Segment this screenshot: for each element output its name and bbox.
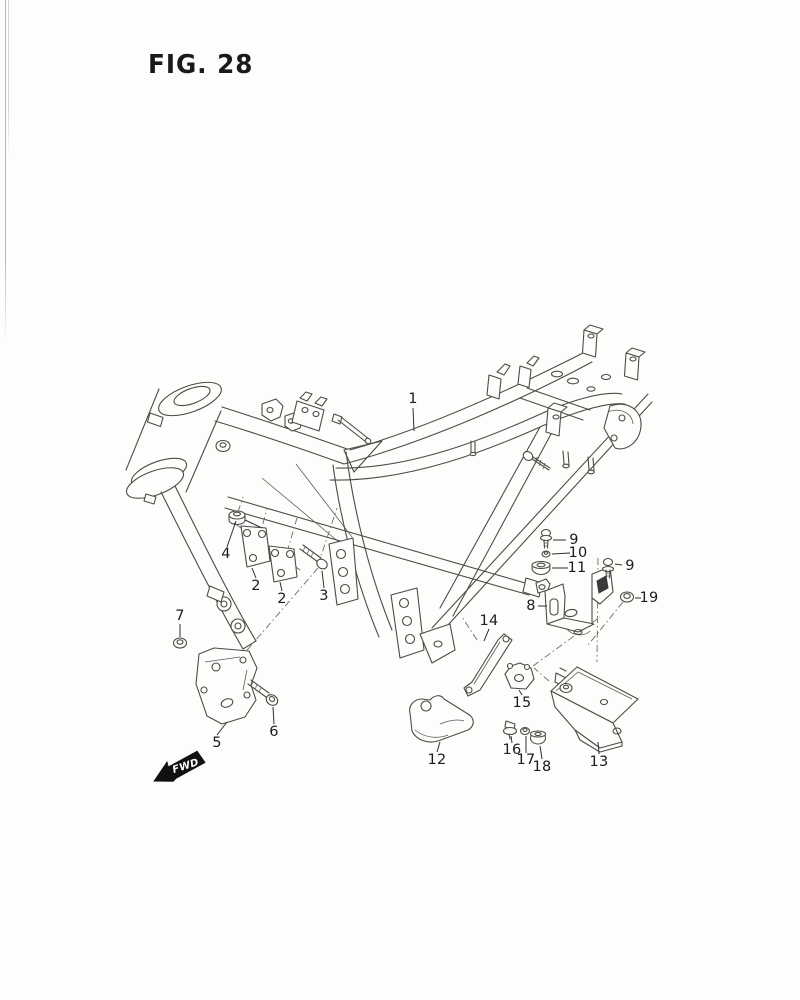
callout-1: 1 [408, 390, 418, 407]
figure-title: FIG. 28 [148, 50, 254, 80]
part-bracket-2a [240, 525, 271, 568]
frame-backbone [214, 351, 626, 481]
callout-5: 5 [212, 734, 222, 751]
callout-leader-lines [179, 407, 641, 760]
callout-12: 12 [427, 751, 447, 768]
part-bracket-2b [268, 545, 298, 583]
part-bolt-9a [539, 528, 553, 549]
callout-3: 3 [319, 587, 329, 604]
callout-18: 18 [532, 758, 552, 775]
callout-6: 6 [269, 723, 279, 740]
part-box-13 [550, 666, 639, 753]
part-bracket-14 [463, 633, 513, 697]
part-nut-10 [541, 550, 551, 558]
frame-down-tube [160, 485, 257, 650]
callout-15: 15 [512, 694, 532, 711]
part-damper-4 [228, 510, 263, 529]
callout-10: 10 [568, 544, 588, 561]
callout-17: 17 [516, 751, 536, 768]
callout-7: 7 [175, 607, 185, 624]
part-bolt-6 [247, 679, 279, 706]
part-bracket-15 [504, 662, 535, 690]
frame-engine-mount-plates [328, 537, 456, 664]
part-damper-11 [531, 560, 551, 576]
part-bracket-5 [195, 647, 258, 725]
callout-9b: 9 [625, 557, 635, 574]
callout-14: 14 [479, 612, 499, 629]
frame-head-tube [125, 381, 222, 505]
part-nut-19 [619, 591, 635, 603]
part-damper-18 [529, 730, 547, 745]
callout-9a: 9 [569, 531, 579, 548]
part-plate-12 [409, 695, 474, 743]
callout-2a: 2 [251, 577, 261, 594]
frame-lower-rail [224, 463, 543, 598]
part-bracket-8 [535, 566, 614, 636]
part-bolt-3 [299, 544, 328, 570]
part-nut-17 [519, 726, 531, 736]
callout-19: 19 [639, 589, 659, 606]
callout-2b: 2 [277, 590, 287, 607]
frame-rear-rack [469, 324, 646, 475]
callout-4: 4 [221, 545, 231, 562]
callout-11: 11 [567, 559, 587, 576]
part-bolt-9b [601, 557, 615, 579]
frame-backbone-brackets [215, 391, 372, 453]
fwd-arrow-icon: FWD [153, 749, 206, 782]
callout-13: 13 [589, 753, 609, 770]
page-edge-line-2 [8, 0, 9, 160]
part-bolt-16 [502, 720, 518, 740]
callout-16: 16 [502, 741, 522, 758]
page-edge-line [5, 0, 6, 345]
part-nut-7 [172, 637, 188, 649]
callout-8: 8 [526, 597, 536, 614]
